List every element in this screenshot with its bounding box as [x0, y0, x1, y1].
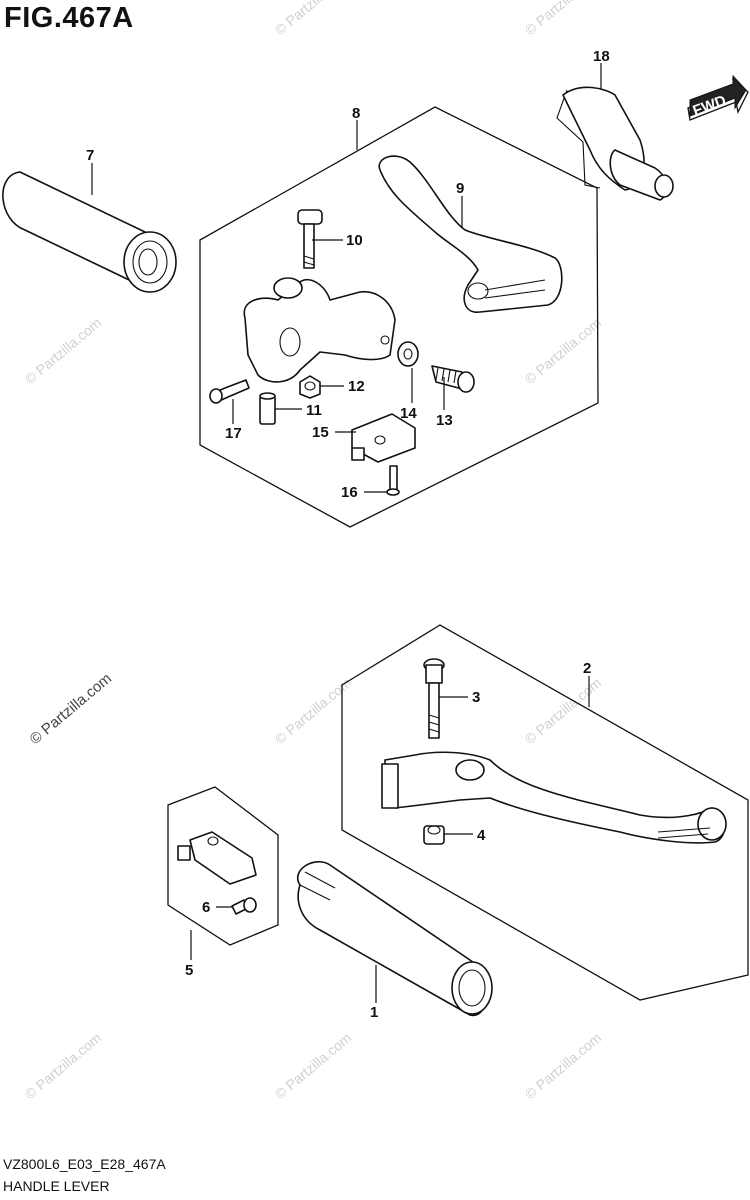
- fwd-arrow-icon: FWD: [687, 74, 749, 121]
- screw-part-17: [209, 379, 250, 404]
- callout-18: 18: [593, 48, 610, 65]
- watermark: © Partzilla.com: [272, 1029, 355, 1102]
- callout-16: 16: [341, 484, 358, 501]
- lever-part-2: [381, 751, 727, 844]
- screw-part-6: [231, 897, 257, 915]
- watermark: © Partzilla.com: [272, 0, 355, 38]
- grip-part-7: [2, 171, 177, 293]
- figure-title: FIG.467A: [4, 2, 134, 34]
- nut-part-14: [397, 341, 419, 367]
- callout-10: 10: [346, 232, 363, 249]
- callout-5: 5: [185, 962, 193, 979]
- callout-7: 7: [86, 147, 94, 164]
- cable-part-18: [556, 86, 674, 201]
- watermark: © Partzilla.com: [522, 0, 605, 38]
- callout-11: 11: [306, 402, 322, 419]
- watermark: © Partzilla.com: [22, 314, 105, 387]
- switch-part-15: [351, 413, 416, 463]
- nut-part-4: [423, 825, 445, 845]
- callout-13: 13: [436, 412, 453, 429]
- callout-3: 3: [472, 689, 480, 706]
- callout-1: 1: [370, 1004, 378, 1021]
- callout-14: 14: [400, 405, 417, 422]
- assembly-frame-8: [199, 106, 599, 528]
- switch-part-5: [177, 831, 257, 885]
- watermark: © Partzilla.com: [522, 1029, 605, 1102]
- callout-9: 9: [456, 180, 464, 197]
- assembly-frame-2: [341, 624, 749, 1001]
- callouts: 7 8 9 18 10 11 12 14 13 15 16 17 2 3 4 1…: [86, 48, 610, 1021]
- grip-part-1: [297, 860, 493, 1016]
- callout-6: 6: [202, 899, 210, 916]
- bolt-part-3: [423, 658, 445, 739]
- screw-part-16: [386, 465, 400, 496]
- watermarks: © Partzilla.com © Partzilla.com © Partzi…: [22, 0, 605, 1102]
- callout-4: 4: [477, 827, 486, 844]
- watermark: © Partzilla.com: [27, 670, 115, 748]
- figure-name: HANDLE LEVER: [3, 1178, 110, 1194]
- watermark: © Partzilla.com: [22, 1029, 105, 1102]
- bracket-housing: [243, 277, 396, 383]
- fwd-label: FWD: [691, 92, 729, 120]
- callout-12: 12: [348, 378, 365, 395]
- watermark: © Partzilla.com: [522, 314, 605, 387]
- adjuster-part-13: [431, 365, 475, 393]
- collar-part-11: [259, 392, 276, 425]
- bolt-part-10: [297, 209, 323, 269]
- callout-8: 8: [352, 105, 360, 122]
- callout-15: 15: [312, 424, 329, 441]
- callout-2: 2: [583, 660, 591, 677]
- callout-17: 17: [225, 425, 242, 442]
- nut-part-12: [299, 375, 321, 399]
- lever-part-9: [378, 155, 563, 313]
- assembly-frame-5: [167, 786, 279, 946]
- leader-lines: [91, 63, 602, 1003]
- figure-code: VZ800L6_E03_E28_467A: [3, 1156, 166, 1172]
